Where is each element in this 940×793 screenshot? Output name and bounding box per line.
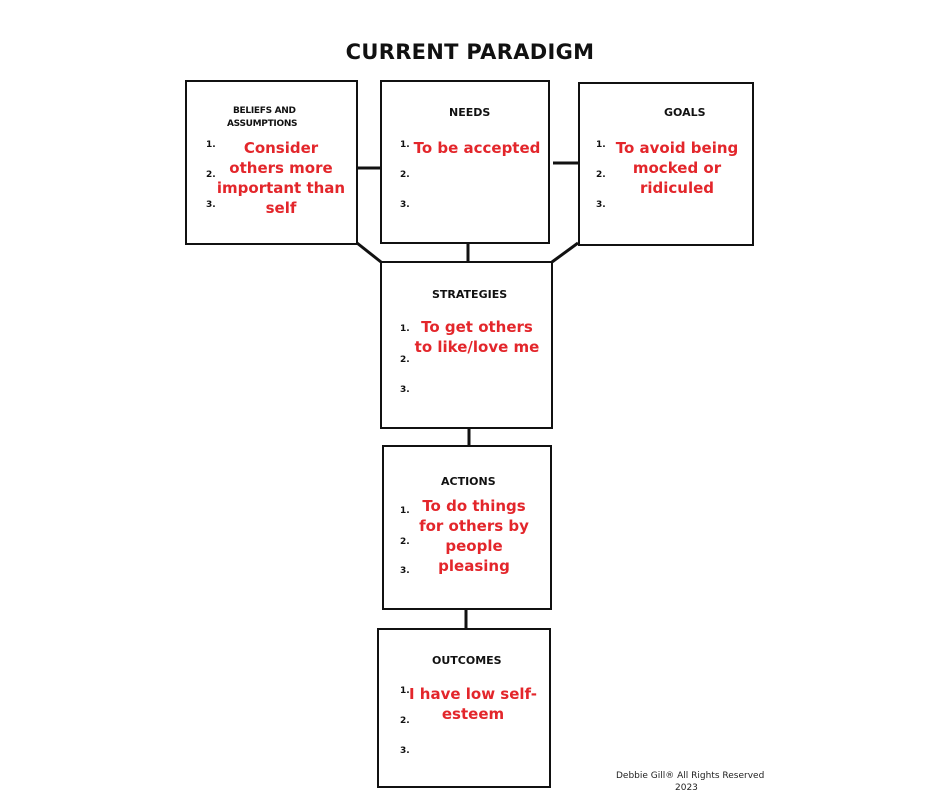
page-title: CURRENT PARADIGM xyxy=(345,40,595,64)
needs-num-1: 1. xyxy=(400,140,410,150)
copyright-year: 2023 xyxy=(675,783,698,793)
outcomes-text: I have low self-esteem xyxy=(408,685,538,723)
strategies-num-2: 2. xyxy=(400,355,410,365)
goals-header: GOALS xyxy=(664,106,706,119)
beliefs-num-1: 1. xyxy=(206,140,216,150)
needs-box xyxy=(380,80,550,244)
beliefs-num-3: 3. xyxy=(206,200,216,210)
actions-num-2: 2. xyxy=(400,537,410,547)
outcomes-box xyxy=(377,628,551,788)
actions-num-1: 1. xyxy=(400,506,410,516)
goals-num-1: 1. xyxy=(596,140,606,150)
connector-beliefs-strategies xyxy=(356,241,382,264)
outcomes-header: OUTCOMES xyxy=(432,654,502,667)
beliefs-box xyxy=(185,80,358,245)
strategies-num-1: 1. xyxy=(400,324,410,334)
needs-num-2: 2. xyxy=(400,170,410,180)
outcomes-num-1: 1. xyxy=(400,686,410,696)
actions-box xyxy=(382,445,552,610)
goals-num-2: 2. xyxy=(596,170,606,180)
goals-box xyxy=(578,82,754,246)
strategies-box xyxy=(380,261,553,429)
actions-text: To do things for others by people pleasi… xyxy=(419,497,529,575)
beliefs-header-2: ASSUMPTIONS xyxy=(227,119,298,129)
strategies-text: To get others to like/love me xyxy=(414,318,540,356)
needs-text: To be accepted xyxy=(413,139,541,157)
actions-num-3: 3. xyxy=(400,566,410,576)
beliefs-text: Consider others more important than self xyxy=(216,139,346,217)
needs-header: NEEDS xyxy=(449,106,491,119)
beliefs-num-2: 2. xyxy=(206,170,216,180)
beliefs-header: BELIEFS AND xyxy=(233,106,296,116)
connector-goals-strategies xyxy=(551,241,579,264)
outcomes-num-3: 3. xyxy=(400,746,410,756)
needs-num-3: 3. xyxy=(400,200,410,210)
goals-text: To avoid being mocked or ridiculed xyxy=(615,139,739,197)
goals-num-3: 3. xyxy=(596,200,606,210)
actions-header: ACTIONS xyxy=(441,475,496,488)
copyright-footer: Debbie Gill® All Rights Reserved xyxy=(616,771,765,781)
outcomes-num-2: 2. xyxy=(400,716,410,726)
strategies-num-3: 3. xyxy=(400,385,410,395)
strategies-header: STRATEGIES xyxy=(432,288,508,301)
